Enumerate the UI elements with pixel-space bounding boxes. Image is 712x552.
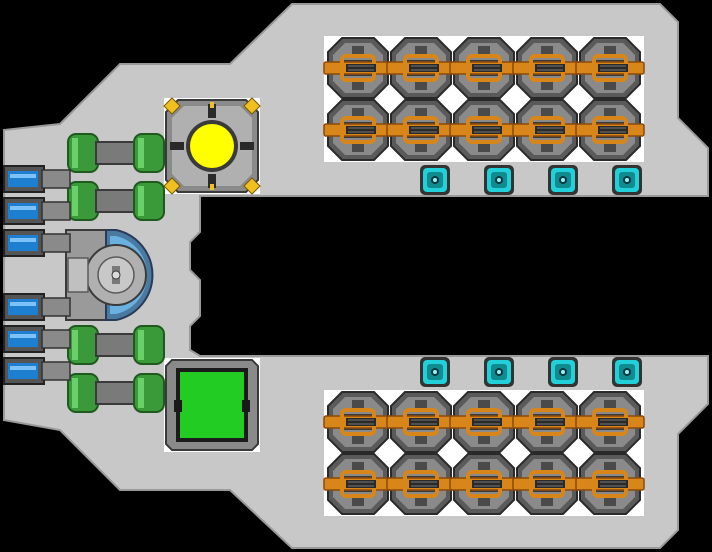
gatling-turret-icon[interactable]: [448, 36, 520, 100]
beacon-row: [420, 165, 642, 387]
gatling-turret-icon[interactable]: [511, 36, 583, 100]
yellow-reactor-core-icon[interactable]: [163, 97, 261, 195]
green-cargo-screen-icon[interactable]: [164, 358, 260, 452]
gatling-turret-icon[interactable]: [574, 36, 646, 100]
turret-grid: [322, 36, 646, 516]
cyan-beacon-icon[interactable]: [484, 357, 514, 387]
cyan-beacon-icon[interactable]: [484, 165, 514, 195]
shielded-cockpit-icon[interactable]: [65, 229, 154, 321]
gatling-turret-icon[interactable]: [385, 36, 457, 100]
gatling-turret-icon[interactable]: [385, 98, 457, 162]
gatling-turret-icon[interactable]: [322, 390, 394, 454]
cyan-beacon-icon[interactable]: [612, 165, 642, 195]
cyan-beacon-icon[interactable]: [612, 357, 642, 387]
gatling-turret-icon[interactable]: [511, 452, 583, 516]
gatling-turret-icon[interactable]: [322, 36, 394, 100]
gatling-turret-icon[interactable]: [511, 390, 583, 454]
cyan-beacon-icon[interactable]: [420, 165, 450, 195]
cyan-beacon-icon[interactable]: [420, 357, 450, 387]
gatling-turret-icon[interactable]: [511, 98, 583, 162]
gatling-turret-icon[interactable]: [448, 98, 520, 162]
cyan-beacon-icon[interactable]: [548, 357, 578, 387]
gatling-turret-icon[interactable]: [322, 98, 394, 162]
cyan-beacon-icon[interactable]: [548, 165, 578, 195]
gatling-turret-icon[interactable]: [574, 452, 646, 516]
gatling-turret-icon[interactable]: [385, 452, 457, 516]
gatling-turret-icon[interactable]: [574, 390, 646, 454]
gatling-turret-icon[interactable]: [322, 452, 394, 516]
gatling-turret-icon[interactable]: [385, 390, 457, 454]
gatling-turret-icon[interactable]: [574, 98, 646, 162]
gatling-turret-icon[interactable]: [448, 452, 520, 516]
gatling-turret-icon[interactable]: [448, 390, 520, 454]
